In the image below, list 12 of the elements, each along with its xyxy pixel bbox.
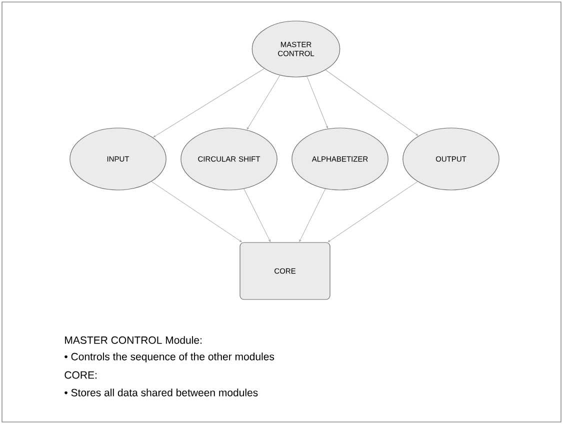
arrow bbox=[153, 68, 264, 138]
note-heading: CORE: bbox=[64, 371, 96, 379]
arrow bbox=[306, 76, 328, 128]
arrow bbox=[246, 75, 280, 130]
arrow bbox=[325, 70, 418, 136]
bullet-note: • Stores all data shared between modules bbox=[64, 388, 258, 396]
arrow bbox=[151, 181, 242, 242]
bullet-note: • Controls the sequence of the other modules bbox=[64, 352, 274, 362]
arrow bbox=[328, 181, 418, 242]
note-heading: MASTER CONTROL Module: bbox=[65, 336, 202, 344]
arrow bbox=[244, 188, 271, 242]
arrow bbox=[299, 188, 326, 242]
